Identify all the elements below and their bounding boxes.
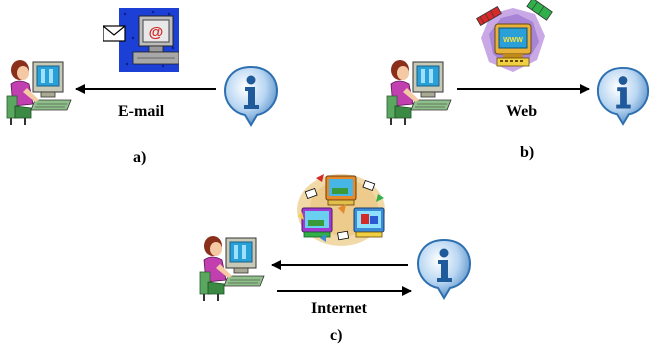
internet-arrow-to-info — [277, 286, 412, 296]
svg-text:@: @ — [149, 24, 164, 41]
internet-label: Internet — [311, 300, 367, 317]
info-bubble-icon — [221, 63, 281, 127]
email-label: E-mail — [118, 103, 165, 120]
network-computers-icon — [292, 168, 390, 250]
caption-b: b) — [520, 144, 535, 161]
www-computer-icon: WWW — [473, 0, 553, 80]
internet-arrow-to-user — [271, 260, 408, 270]
email-computer-icon: @ — [103, 8, 179, 72]
info-bubble-icon — [414, 236, 474, 300]
person-at-computer-icon — [385, 56, 455, 126]
caption-c: c) — [330, 327, 343, 344]
svg-text:WWW: WWW — [503, 37, 523, 44]
person-at-computer-icon — [5, 56, 75, 126]
caption-a: a) — [133, 149, 147, 166]
email-arrow — [75, 84, 216, 94]
info-bubble-icon — [594, 63, 652, 127]
web-label: Web — [506, 103, 538, 120]
web-arrow — [457, 84, 590, 94]
person-at-computer-icon — [198, 232, 268, 302]
